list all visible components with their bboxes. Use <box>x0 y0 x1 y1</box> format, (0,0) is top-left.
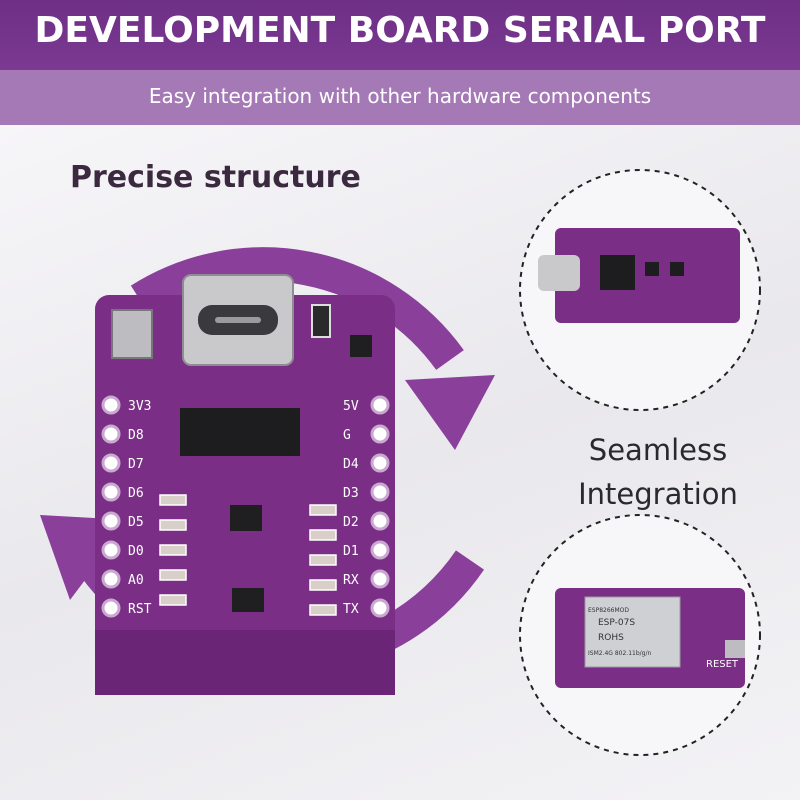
left-pin-hole <box>101 482 121 502</box>
right-pin-hole <box>370 569 390 589</box>
module-text-4: ISM2.4G 802.11b/g/n <box>588 650 652 657</box>
right-pin-label: 5V <box>343 399 359 414</box>
left-pin-hole <box>101 424 121 444</box>
right-pin-hole <box>370 424 390 444</box>
left-pin-label: D0 <box>128 544 144 559</box>
left-pin-label: 3V3 <box>128 399 151 414</box>
right-pin-hole <box>370 511 390 531</box>
right-pin-label: G <box>343 428 351 443</box>
right-pin-hole <box>370 395 390 415</box>
chip-icon <box>180 408 300 456</box>
reset-button <box>111 309 153 359</box>
left-pin-hole <box>101 395 121 415</box>
left-pin-hole <box>101 453 121 473</box>
reset-label: RESET <box>706 659 739 670</box>
header-banner: DEVELOPMENT BOARD SERIAL PORT Easy integ… <box>0 0 800 125</box>
seamless-integration-label: Seamless Integration <box>548 428 768 516</box>
right-pin-label: D1 <box>343 544 359 559</box>
module-text-3: ESP8266MOD <box>588 607 629 614</box>
module-text-1: ESP-07S <box>598 618 635 628</box>
left-pin-hole <box>101 598 121 618</box>
right-pin-hole <box>370 540 390 560</box>
left-pin-label: D5 <box>128 515 144 530</box>
banner-band <box>0 70 800 125</box>
page-title: DEVELOPMENT BOARD SERIAL PORT <box>34 10 766 51</box>
right-pin-label: RX <box>343 573 359 588</box>
right-pin-hole <box>370 453 390 473</box>
page-subtitle: Easy integration with other hardware com… <box>148 84 652 108</box>
module-text-2: ROHS <box>598 633 624 643</box>
left-pin-label: D7 <box>128 457 144 472</box>
label-line-1: Seamless <box>588 433 728 467</box>
left-pin-label: D6 <box>128 486 144 501</box>
precise-structure-label: Precise structure <box>70 160 361 195</box>
right-pin-label: D3 <box>343 486 359 501</box>
left-pin-hole <box>101 540 121 560</box>
left-pin-label: A0 <box>128 573 144 588</box>
left-pin-hole <box>101 569 121 589</box>
right-pin-label: TX <box>343 602 359 617</box>
usb-c-connector-icon <box>182 274 294 366</box>
label-line-2: Integration <box>578 477 738 511</box>
left-pin-hole <box>101 511 121 531</box>
left-pin-label: D8 <box>128 428 144 443</box>
left-pin-label: RST <box>128 602 152 617</box>
right-pin-label: D4 <box>343 457 359 472</box>
right-pin-hole <box>370 482 390 502</box>
right-pin-label: D2 <box>343 515 359 530</box>
right-pin-hole <box>370 598 390 618</box>
